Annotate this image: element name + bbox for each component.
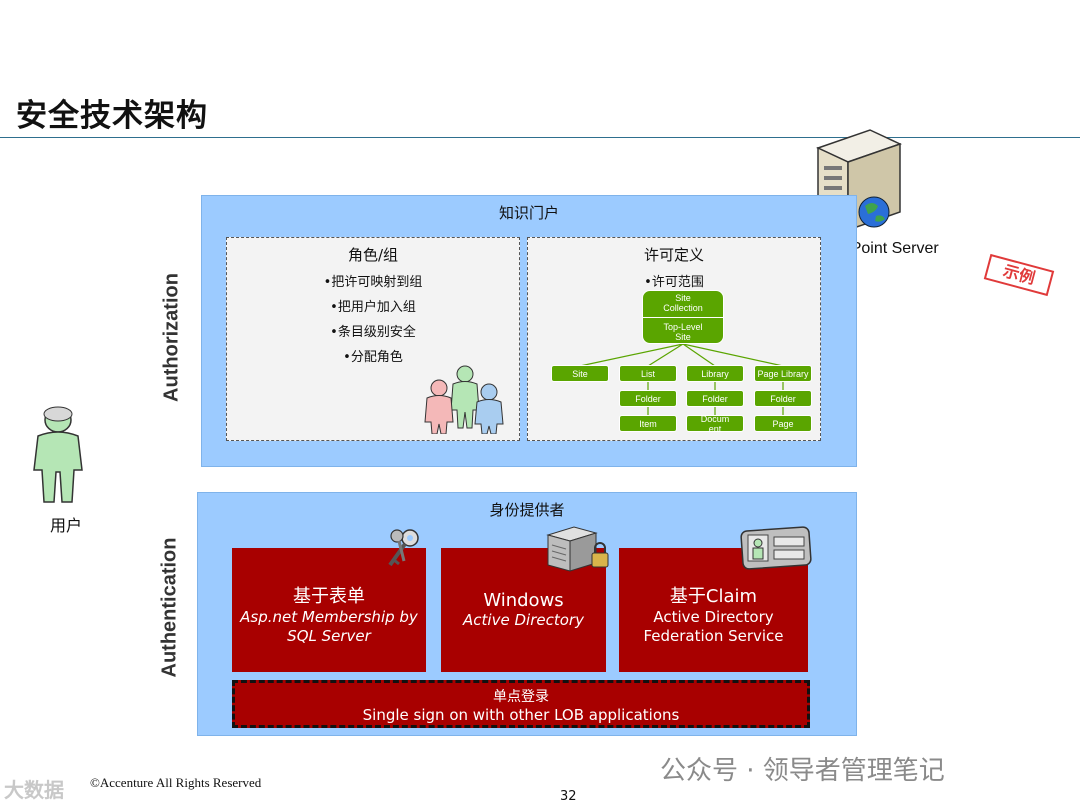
library-folder-node: Folder (686, 390, 744, 407)
permissions-bullet: •许可范围 (644, 275, 704, 290)
forms-auth-box: 基于表单 Asp.net Membership by SQL Server (232, 548, 426, 672)
id-card-icon (740, 525, 814, 571)
authentication-label: Authentication (158, 537, 181, 678)
copyright: ©Accenture All Rights Reserved (90, 775, 262, 790)
page-number: 32 (560, 789, 577, 804)
library-node: Library (686, 365, 744, 382)
claim-auth-title: 基于Claim (669, 586, 758, 607)
page-library-folder-node: Folder (754, 390, 812, 407)
identity-provider-panel: 身份提供者 基于表单 Asp.net Membership by SQL Ser… (197, 492, 857, 736)
site-node: Site (551, 365, 609, 382)
site-collection-label: Site Collection (663, 292, 703, 313)
forms-auth-sub: Asp.net Membership by SQL Server (240, 608, 418, 645)
forms-auth-title: 基于表单 (293, 586, 365, 607)
list-folder-node: Folder (619, 390, 677, 407)
group-users-icon (423, 364, 507, 435)
sso-title: 单点登录 (493, 689, 549, 705)
roles-bullet: •分配角色 (343, 350, 403, 365)
page-title: 安全技术架构 (16, 98, 208, 134)
permissions-heading: 许可定义 (643, 246, 704, 264)
roles-bullet: •把用户加入组 (330, 300, 416, 315)
roles-heading: 角色/组 (347, 246, 399, 264)
roles-bullet: •条目级别安全 (330, 325, 416, 340)
permissions-box: 许可定义 •许可范围 Site Collection Top-Level Sit… (527, 237, 821, 441)
windows-auth-title: Windows (483, 590, 564, 611)
list-node: List (619, 365, 677, 382)
roles-bullet: •把许可映射到组 (323, 275, 423, 290)
keys-icon (380, 527, 424, 571)
windows-auth-box: Windows Active Directory (441, 548, 606, 672)
site-collection-node: Site Collection Top-Level Site (642, 290, 724, 344)
title-divider (0, 137, 1080, 138)
item-node: Item (619, 415, 677, 432)
identity-provider-title: 身份提供者 (489, 501, 565, 519)
watermark-left: 大数据 (4, 778, 64, 802)
sso-sub: Single sign on with other LOB applicatio… (362, 706, 680, 724)
knowledge-portal-panel: 知识门户 角色/组 •把许可映射到组 •把用户加入组 •条目级别安全 •分配角色… (201, 195, 857, 467)
windows-auth-sub: Active Directory (463, 611, 584, 629)
permission-tree-connectors (579, 343, 784, 415)
top-level-site-label: Top-Level Site (663, 321, 703, 342)
claim-auth-sub: Active Directory Federation Service (643, 608, 784, 645)
user-label: 用户 (50, 516, 83, 535)
claim-auth-box: 基于Claim Active Directory Federation Serv… (619, 548, 808, 672)
watermark-text: 公众号 · 领导者管理笔记 (660, 756, 945, 786)
roles-box: 角色/组 •把许可映射到组 •把用户加入组 •条目级别安全 •分配角色 (226, 237, 520, 441)
page-node: Page (754, 415, 812, 432)
user-icon (26, 406, 90, 506)
sample-stamp: 示例 (983, 253, 1055, 297)
sso-box: 单点登录 Single sign on with other LOB appli… (232, 680, 810, 728)
document-node: Docum ent (686, 414, 744, 434)
server-lock-icon (544, 525, 614, 573)
authorization-label: Authorization (160, 273, 183, 402)
page-library-node: Page Library (754, 365, 812, 382)
knowledge-portal-title: 知识门户 (498, 204, 559, 222)
